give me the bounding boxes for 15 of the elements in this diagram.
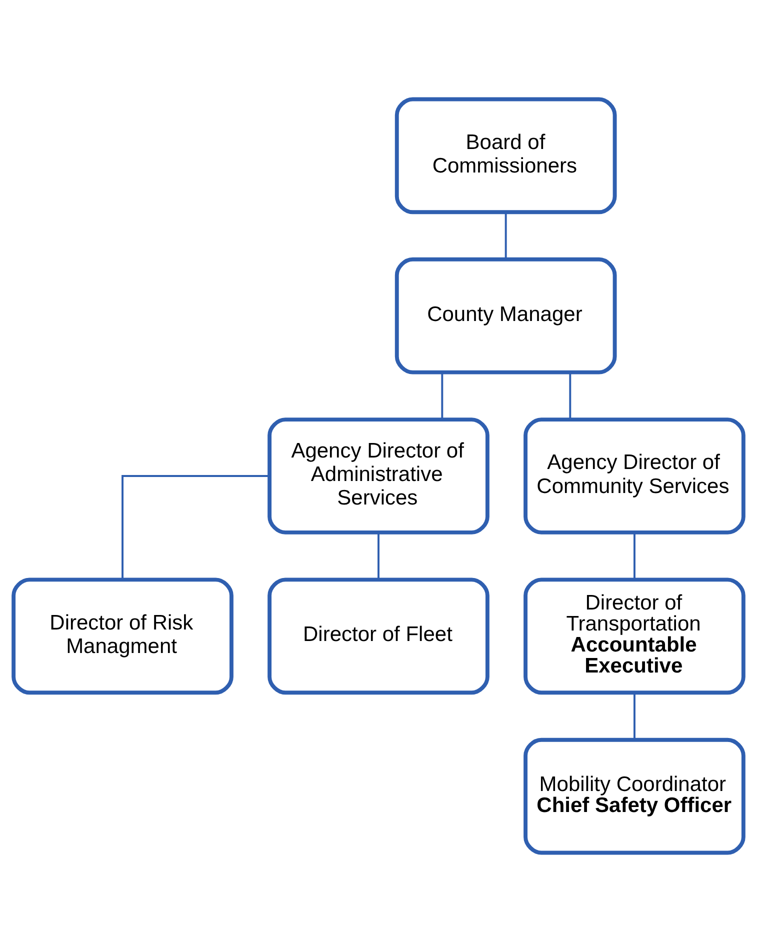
connector xyxy=(378,532,380,580)
node-box: Agency Director of Community Services xyxy=(524,417,746,534)
node-box: County Manager xyxy=(394,256,617,374)
node-box: Director of Transportation Accountable Executive xyxy=(524,577,746,694)
node-box: Director of Risk Managment xyxy=(12,577,234,694)
connector xyxy=(634,692,636,740)
connector xyxy=(122,474,270,580)
node-box: Board of Commissioners xyxy=(394,96,617,214)
node-box: Agency Director of Administrative Services xyxy=(268,417,490,534)
connector xyxy=(569,372,572,419)
connector xyxy=(504,212,507,259)
node-box: Director of Fleet xyxy=(268,577,490,694)
node-box: Mobility Coordinator Chief Safety Officer xyxy=(524,737,746,854)
connector xyxy=(441,372,444,419)
connector xyxy=(634,532,636,580)
